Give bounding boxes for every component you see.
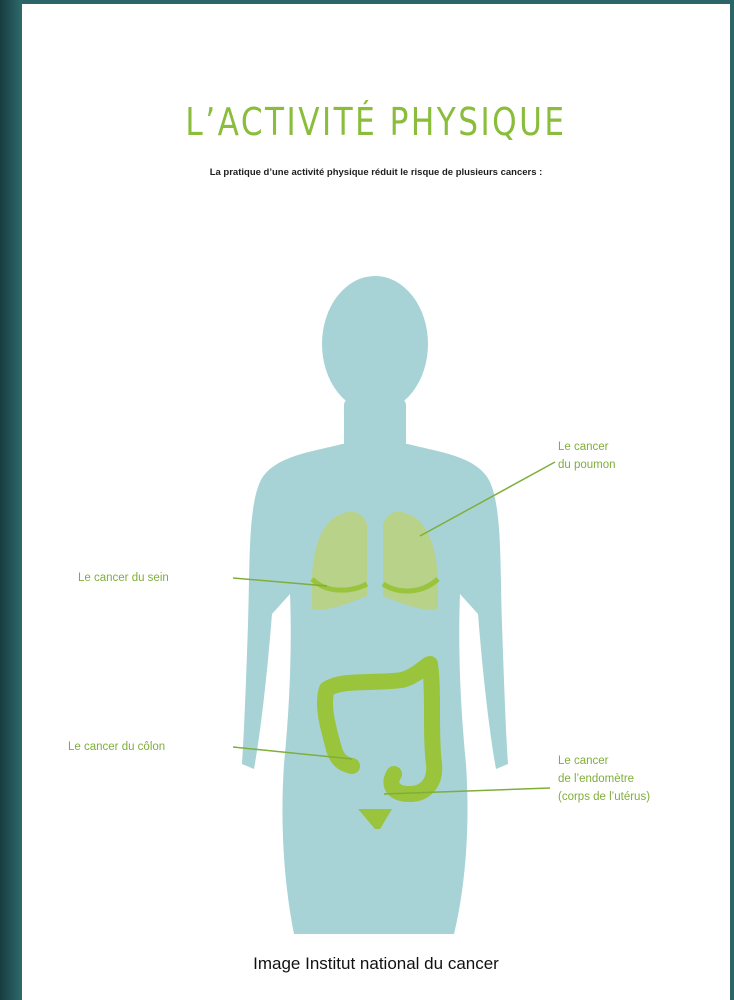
label-endometrial-cancer: Le cancer de l’endomètre (corps de l’uté… xyxy=(558,752,650,806)
label-breast-cancer: Le cancer du sein xyxy=(78,569,169,587)
body-silhouette xyxy=(242,276,508,934)
label-lung-cancer: Le cancer du poumon xyxy=(558,438,616,474)
slide-edge xyxy=(0,0,22,1000)
document-card: L’ACTIVITÉ PHYSIQUE La pratique d’une ac… xyxy=(22,4,730,1000)
label-colon-cancer: Le cancer du côlon xyxy=(68,738,165,756)
body-illustration xyxy=(22,4,730,1000)
image-credit: Image Institut national du cancer xyxy=(22,954,730,974)
